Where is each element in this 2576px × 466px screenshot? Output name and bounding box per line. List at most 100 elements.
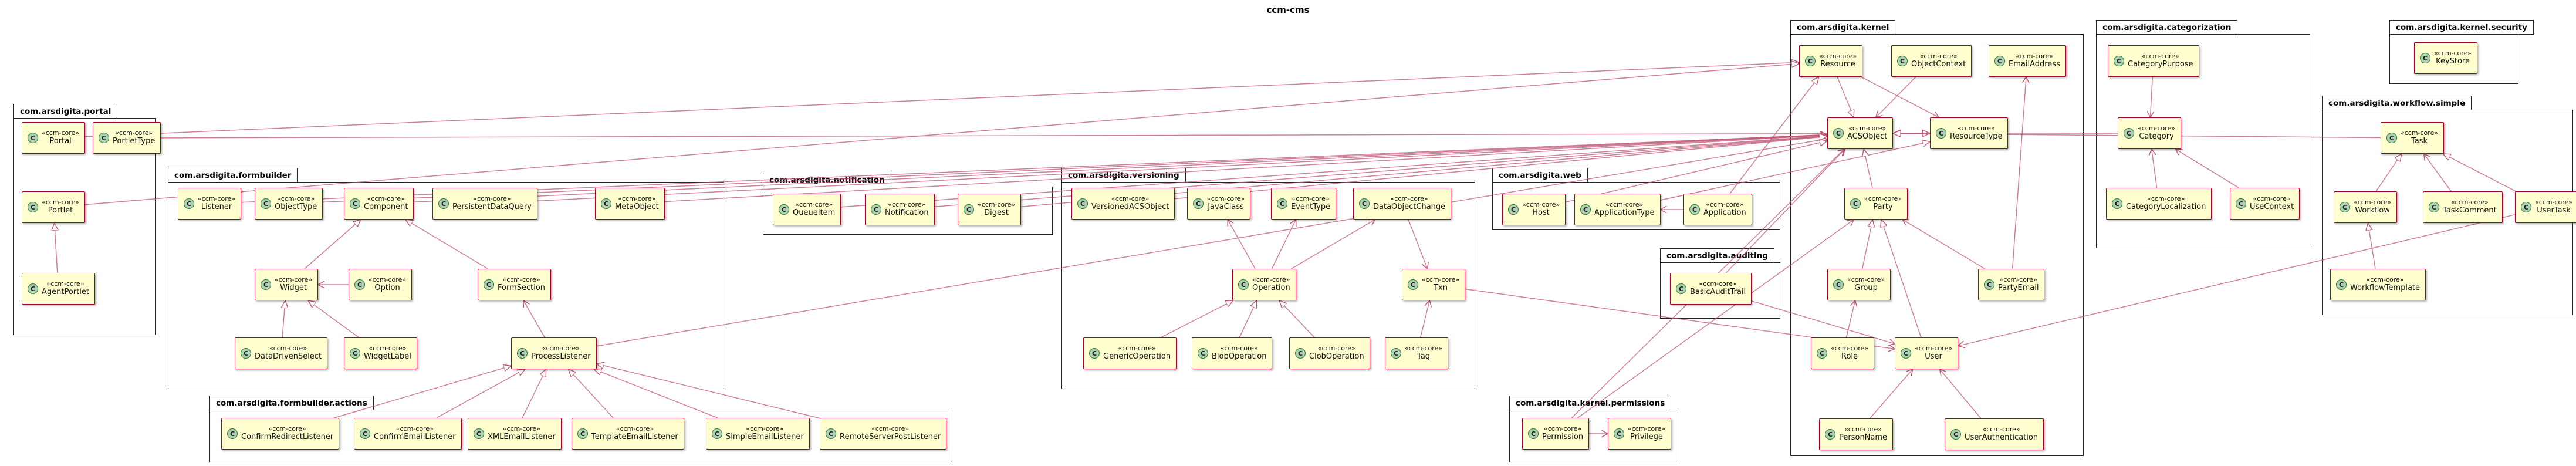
class-PersistentDataQuery: C«ccm-core»PersistentDataQuery: [432, 188, 537, 220]
class-stereotype: «ccm-core»: [1915, 344, 1953, 352]
class-text: «ccm-core»UseContext: [2250, 195, 2294, 213]
class-Option: C«ccm-core»Option: [349, 269, 413, 300]
class-stereotype: «ccm-core»: [746, 424, 784, 433]
class-icon: C: [261, 279, 271, 290]
package-label: com.arsdigita.formbuilder.actions: [209, 396, 374, 410]
class-JavaClass: C«ccm-core»JavaClass: [1187, 188, 1251, 220]
class-Operation: C«ccm-core»Operation: [1232, 269, 1296, 300]
class-text: «ccm-core»Operation: [1252, 276, 1290, 294]
class-name: ProcessListener: [531, 352, 591, 362]
class-icon: C: [2112, 198, 2122, 209]
package-label: com.arsdigita.notification: [763, 173, 891, 187]
class-icon: C: [964, 204, 974, 215]
class-text: «ccm-core»ConfirmRedirectListener: [241, 425, 333, 443]
class-text: «ccm-core»EventType: [1291, 195, 1330, 213]
class-icon: C: [1825, 429, 1835, 440]
class-stereotype: «ccm-core»: [1957, 124, 1995, 132]
class-text: «ccm-core»DataDrivenSelect: [255, 345, 322, 363]
class-stereotype: «ccm-core»: [618, 194, 656, 202]
class-name: EventType: [1291, 202, 1331, 212]
class-text: «ccm-core»Category: [2138, 124, 2175, 143]
class-stereotype: «ccm-core»: [1844, 425, 1882, 433]
class-text: «ccm-core»Role: [1831, 345, 1868, 363]
class-CategoryPurpose: C«ccm-core»CategoryPurpose: [2108, 45, 2199, 77]
class-stereotype: «ccm-core»: [275, 275, 313, 283]
class-icon: C: [350, 348, 360, 359]
class-stereotype: «ccm-core»: [2366, 275, 2404, 283]
class-name: DataObjectChange: [1373, 202, 1446, 212]
class-icon: C: [484, 279, 494, 290]
class-Workflow: C«ccm-core»Workflow: [2334, 191, 2398, 223]
class-text: «ccm-core»Portlet: [42, 198, 79, 217]
class-text: «ccm-core»RemoteServerPostListener: [840, 425, 941, 443]
class-stereotype: «ccm-core»: [1220, 344, 1258, 352]
class-icon: C: [517, 348, 528, 359]
class-stereotype: «ccm-core»: [1605, 200, 1644, 208]
class-Category: C «ccm-core»Category: [2118, 117, 2182, 149]
diagram-title: ccm-cms: [1266, 5, 1310, 15]
class-name: PartyEmail: [1998, 283, 2039, 293]
class-icon: C: [1359, 198, 1370, 209]
class-stereotype: «ccm-core»: [1390, 194, 1428, 202]
class-name: UserAuthentication: [1965, 433, 2039, 443]
class-text: «ccm-core»ConfirmEmailListener: [374, 425, 456, 443]
class-UserAuthentication: C«ccm-core»UserAuthentication: [1945, 418, 2044, 450]
class-text: «ccm-core»WidgetLabel: [364, 345, 411, 363]
class-ObjectType: C«ccm-core»ObjectType: [255, 188, 323, 220]
edge-PortletType-ResourceType: [161, 133, 1930, 139]
class-UserTask: C«ccm-core»UserTask: [2515, 191, 2576, 223]
class-DataObjectChange: C «ccm-core»DataObjectChange: [1353, 188, 1452, 220]
class-icon: C: [1984, 279, 1994, 290]
class-name: Privilege: [1630, 433, 1663, 442]
class-name: TemplateEmailListener: [591, 433, 678, 442]
class-text: «ccm-core»CategoryPurpose: [2128, 52, 2193, 70]
class-name: Tag: [1417, 352, 1431, 362]
class-text: «ccm-core»Party: [1864, 195, 1902, 213]
class-stereotype: «ccm-core»: [1422, 275, 1460, 283]
class-icon: C: [1689, 204, 1700, 215]
class-text: «ccm-core»EmailAddress: [2009, 52, 2060, 70]
class-Digest: C«ccm-core»Digest: [958, 194, 1022, 225]
class-name: SimpleEmailListener: [726, 433, 804, 442]
class-stereotype: «ccm-core»: [277, 194, 315, 202]
package-label: com.arsdigita.kernel: [1790, 20, 1896, 35]
class-text: «ccm-core»ObjectContext: [1911, 52, 1966, 70]
class-icon: C: [779, 204, 789, 215]
class-stereotype: «ccm-core»: [1819, 52, 1857, 60]
class-name: Party: [1873, 202, 1893, 212]
class-name: MetaObject: [615, 202, 659, 212]
class-text: «ccm-core»BasicAuditTrail: [1690, 280, 1746, 298]
class-TemplateEmailListener: C«ccm-core»TemplateEmailListener: [572, 418, 684, 450]
class-name: Resource: [1820, 60, 1855, 69]
class-name: ResourceType: [1950, 132, 2003, 141]
class-text: «ccm-core»Portal: [42, 129, 79, 147]
class-ConfirmEmailListener: C«ccm-core»ConfirmEmailListener: [354, 418, 462, 450]
class-stereotype: «ccm-core»: [871, 424, 910, 433]
class-name: JavaClass: [1208, 202, 1244, 212]
class-stereotype: «ccm-core»: [1544, 424, 1582, 433]
class-stereotype: «ccm-core»: [1405, 344, 1443, 352]
class-stereotype: «ccm-core»: [616, 424, 654, 433]
class-QueueItem: C«ccm-core»QueueItem: [773, 194, 841, 225]
class-VersionedACSObject: C«ccm-core»VersionedACSObject: [1071, 188, 1175, 220]
class-KeyStore: C«ccm-core»KeyStore: [2414, 42, 2478, 74]
class-EmailAddress: C«ccm-core»EmailAddress: [1989, 45, 2066, 77]
class-icon: C: [1077, 198, 1088, 209]
class-icon: C: [1901, 348, 1911, 359]
class-Party: C«ccm-core»Party: [1844, 188, 1908, 220]
class-stereotype: «ccm-core»: [502, 275, 540, 283]
class-text: «ccm-core»PortletType: [113, 129, 155, 147]
class-Listener: C«ccm-core»Listener: [178, 188, 242, 220]
class-name: Portal: [49, 137, 72, 146]
class-icon: C: [28, 202, 38, 212]
class-icon: C: [1295, 348, 1306, 359]
class-name: CategoryPurpose: [2128, 60, 2193, 69]
class-stereotype: «ccm-core»: [502, 424, 540, 433]
class-name: ConfirmEmailListener: [374, 433, 456, 442]
class-name: PersonName: [1839, 433, 1888, 443]
class-icon: C: [871, 204, 881, 215]
class-User: C«ccm-core»User: [1895, 337, 1959, 369]
class-icon: C: [2124, 128, 2134, 139]
